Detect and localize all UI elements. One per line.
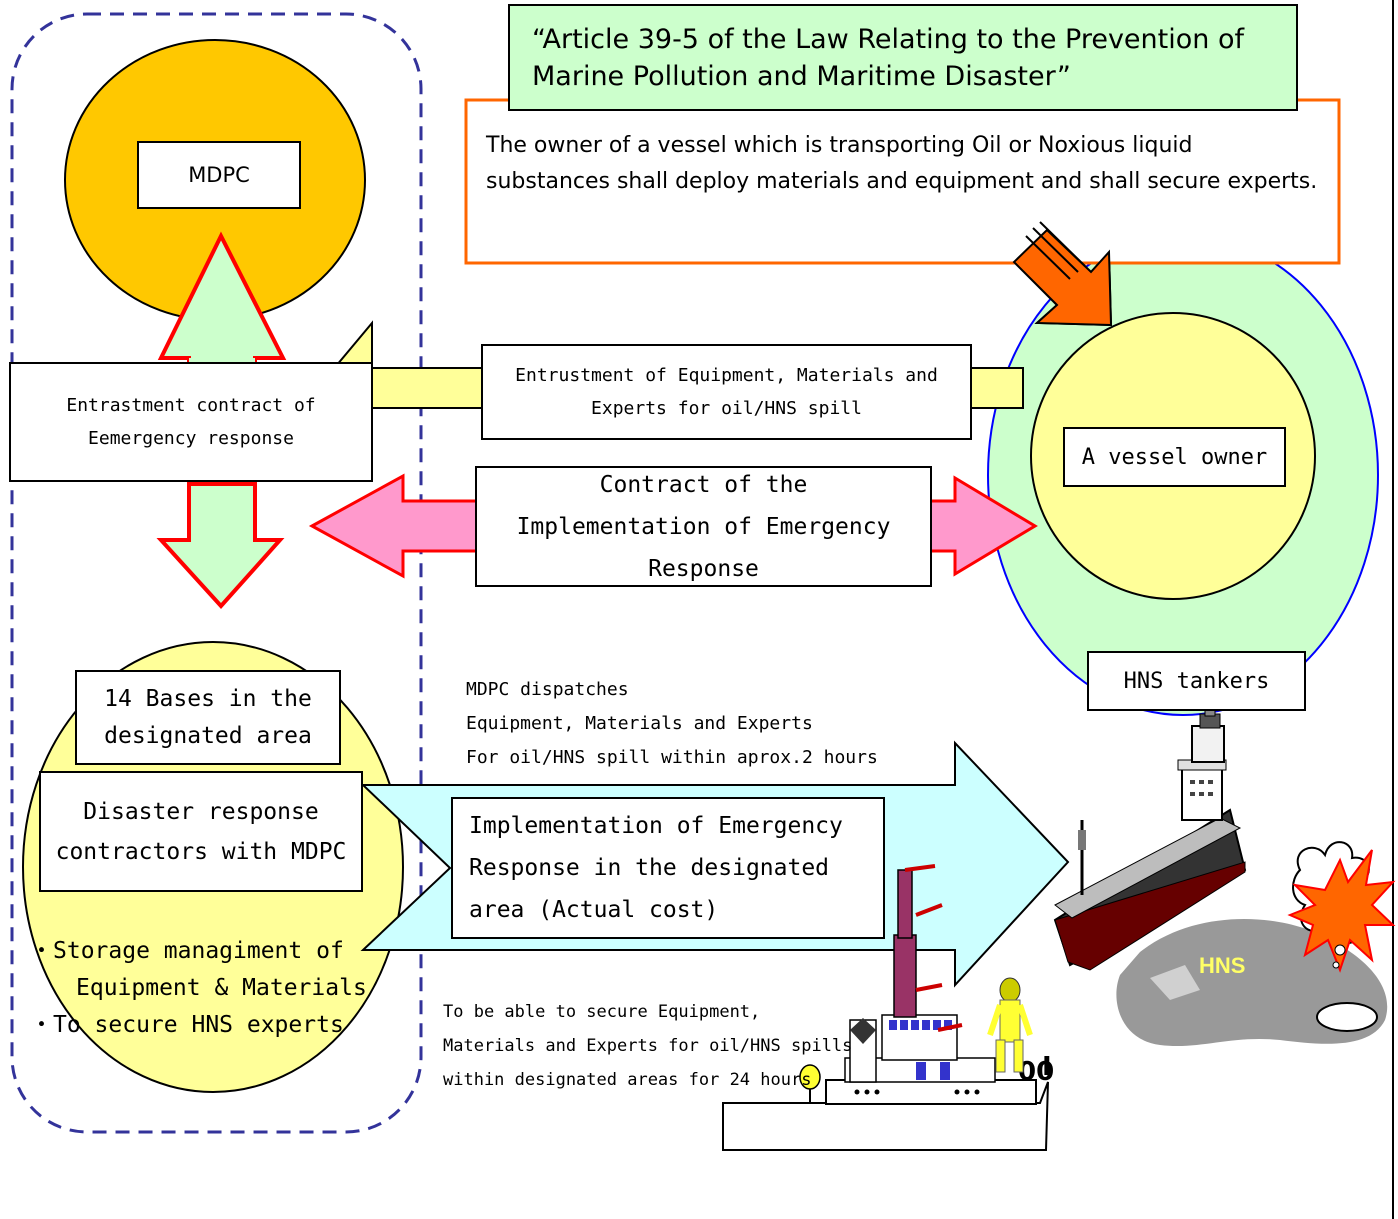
bases-box: 14 Bases in the designated area — [75, 670, 341, 765]
mdpc-organization-boundary — [10, 12, 423, 1134]
implementation-contract-box: Contract of the Implementation of Emerge… — [475, 466, 932, 587]
contractors-box: Disaster response contractors with MDPC — [39, 771, 363, 892]
dispatch-note-line1: MDPC dispatches — [466, 679, 629, 700]
response-vessel: 00 I — [722, 864, 1054, 1151]
article-title: “Article 39-5 of the Law Relating to the… — [532, 23, 1244, 92]
spill-highlight — [1150, 965, 1200, 1000]
vessel-owner-label: A vessel owner — [1081, 444, 1268, 470]
bullet-item-experts: ・To secure HNS experts — [30, 1012, 344, 1038]
explosion-icon — [1287, 841, 1396, 973]
dispatch-note-line2: Equipment, Materials and Experts — [466, 713, 813, 734]
hns-tanker-ship — [1053, 703, 1247, 971]
entrust-contract-text: Entrastment contract of Eemergency respo… — [66, 395, 316, 449]
mdpc-label: MDPC — [188, 163, 250, 187]
dispatch-note: MDPC dispatches Equipment, Materials and… — [466, 673, 878, 775]
mdpc-label-box: MDPC — [137, 141, 301, 209]
down-arrow — [156, 482, 285, 609]
implementation-box: Implementation of Emergency Response in … — [451, 797, 885, 939]
hns-tankers-box: HNS tankers — [1087, 651, 1306, 711]
implementation-text: Implementation of Emergency Response in … — [469, 813, 843, 923]
svg-text:00: 00 — [1018, 1057, 1054, 1087]
secure-note-line3: within designated areas for 24 hours — [443, 1070, 812, 1090]
svg-text:I: I — [1042, 1052, 1052, 1082]
hns-spill-label: HNS — [1199, 953, 1246, 978]
bullet-item-storage: ・Storage managiment of — [30, 938, 344, 964]
dispatch-note-line3: For oil/HNS spill within aprox.2 hours — [466, 747, 878, 768]
article-title-box: “Article 39-5 of the Law Relating to the… — [508, 4, 1298, 111]
bullet-item-storage-cont: Equipment & Materials — [76, 975, 367, 1001]
article-body: The owner of a vessel which is transport… — [486, 133, 1318, 194]
bases-label: 14 Bases in the designated area — [104, 685, 312, 749]
spill-white-patch — [1316, 1002, 1378, 1032]
vessel-owner-box: A vessel owner — [1063, 427, 1286, 487]
contractors-label: Disaster response contractors with MDPC — [55, 798, 347, 865]
implementation-contract-text: Contract of the Implementation of Emerge… — [516, 471, 891, 582]
hns-tankers-label: HNS tankers — [1123, 668, 1270, 694]
entrust-equipment-text: Entrustment of Equipment, Materials and … — [515, 365, 938, 419]
secure-note-line1: To be able to secure Equipment, — [443, 1002, 761, 1022]
hns-expert-figure — [987, 977, 1033, 1073]
entrust-contract-box: Entrastment contract of Eemergency respo… — [9, 362, 373, 482]
bullet-list: ・Storage managiment of Equipment & Mater… — [30, 933, 367, 1044]
secure-note-line2: Materials and Experts for oil/HNS spills — [443, 1036, 853, 1056]
secure-note: To be able to secure Equipment, Material… — [443, 995, 852, 1097]
entrust-equipment-box: Entrustment of Equipment, Materials and … — [481, 344, 972, 440]
